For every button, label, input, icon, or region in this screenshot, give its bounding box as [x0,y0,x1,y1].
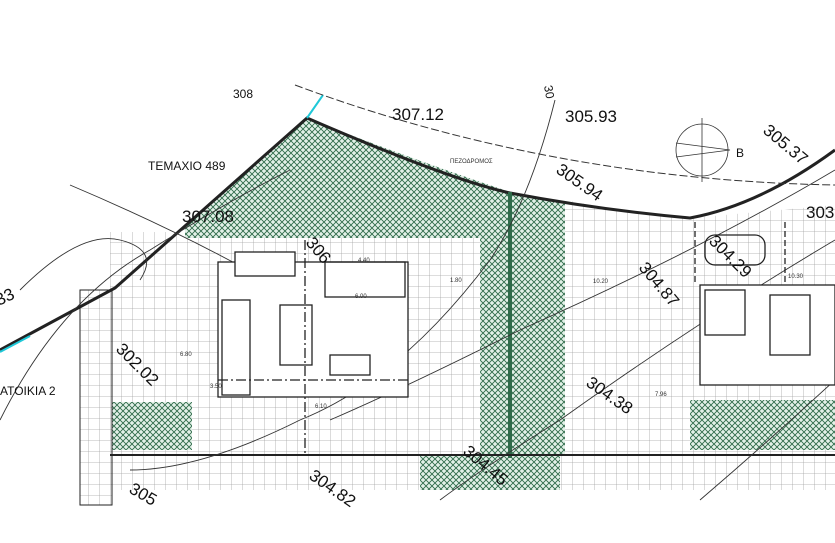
survey-accent-line [306,94,324,119]
neighbor-label: ΑΤΟΙΚΙΑ 2 [0,384,56,398]
hatched-right [690,400,835,450]
dim-7-96: 7.96 [655,392,667,398]
hedge-column [79,289,113,506]
level-333: 333 [0,284,17,313]
dim-6-10: 6.10 [315,404,327,410]
level-305-93: 305.93 [565,107,617,126]
plot-boundary [0,116,835,352]
dim-6-80: 6.80 [180,352,192,358]
dim-6-00: 6.00 [355,294,367,300]
level-303: 303 [806,203,834,222]
level-305-37: 305.37 [759,121,811,169]
north-label: B [736,146,744,160]
level-305-94: 305.94 [553,160,606,205]
dim-4-40: 4.40 [358,258,370,264]
level-307-08: 307.08 [182,207,234,226]
dim-1-80: 1.80 [450,278,462,284]
hatched-bottom-center [420,455,560,490]
dim-3-50: 3.50 [210,384,222,390]
parcel-label: ΤΕΜΑΧΙΟ 489 [148,159,226,173]
road-edge-dashed [294,84,835,186]
dim-10-20: 10.20 [593,279,609,285]
dim-10-30: 10.30 [788,274,804,280]
garden-grid-right [565,200,835,232]
house-right [694,222,835,386]
hatched-bottom-left [112,402,192,450]
hatched-lawn-top [185,118,510,455]
house-left [217,240,409,455]
road-label: ΠΕΖΟΔΡΟΜΟΣ [450,159,493,165]
dimension-labels: 4.40 6.00 10.20 10.30 7.96 6.10 6.80 3.5… [180,258,804,410]
north-arrow-icon [675,118,731,182]
level-308: 308 [233,87,253,101]
hatched-strip-center [510,192,565,455]
level-30: 30 [541,84,557,100]
level-307-12: 307.12 [392,105,444,124]
survey-accent-line-left [0,335,31,353]
